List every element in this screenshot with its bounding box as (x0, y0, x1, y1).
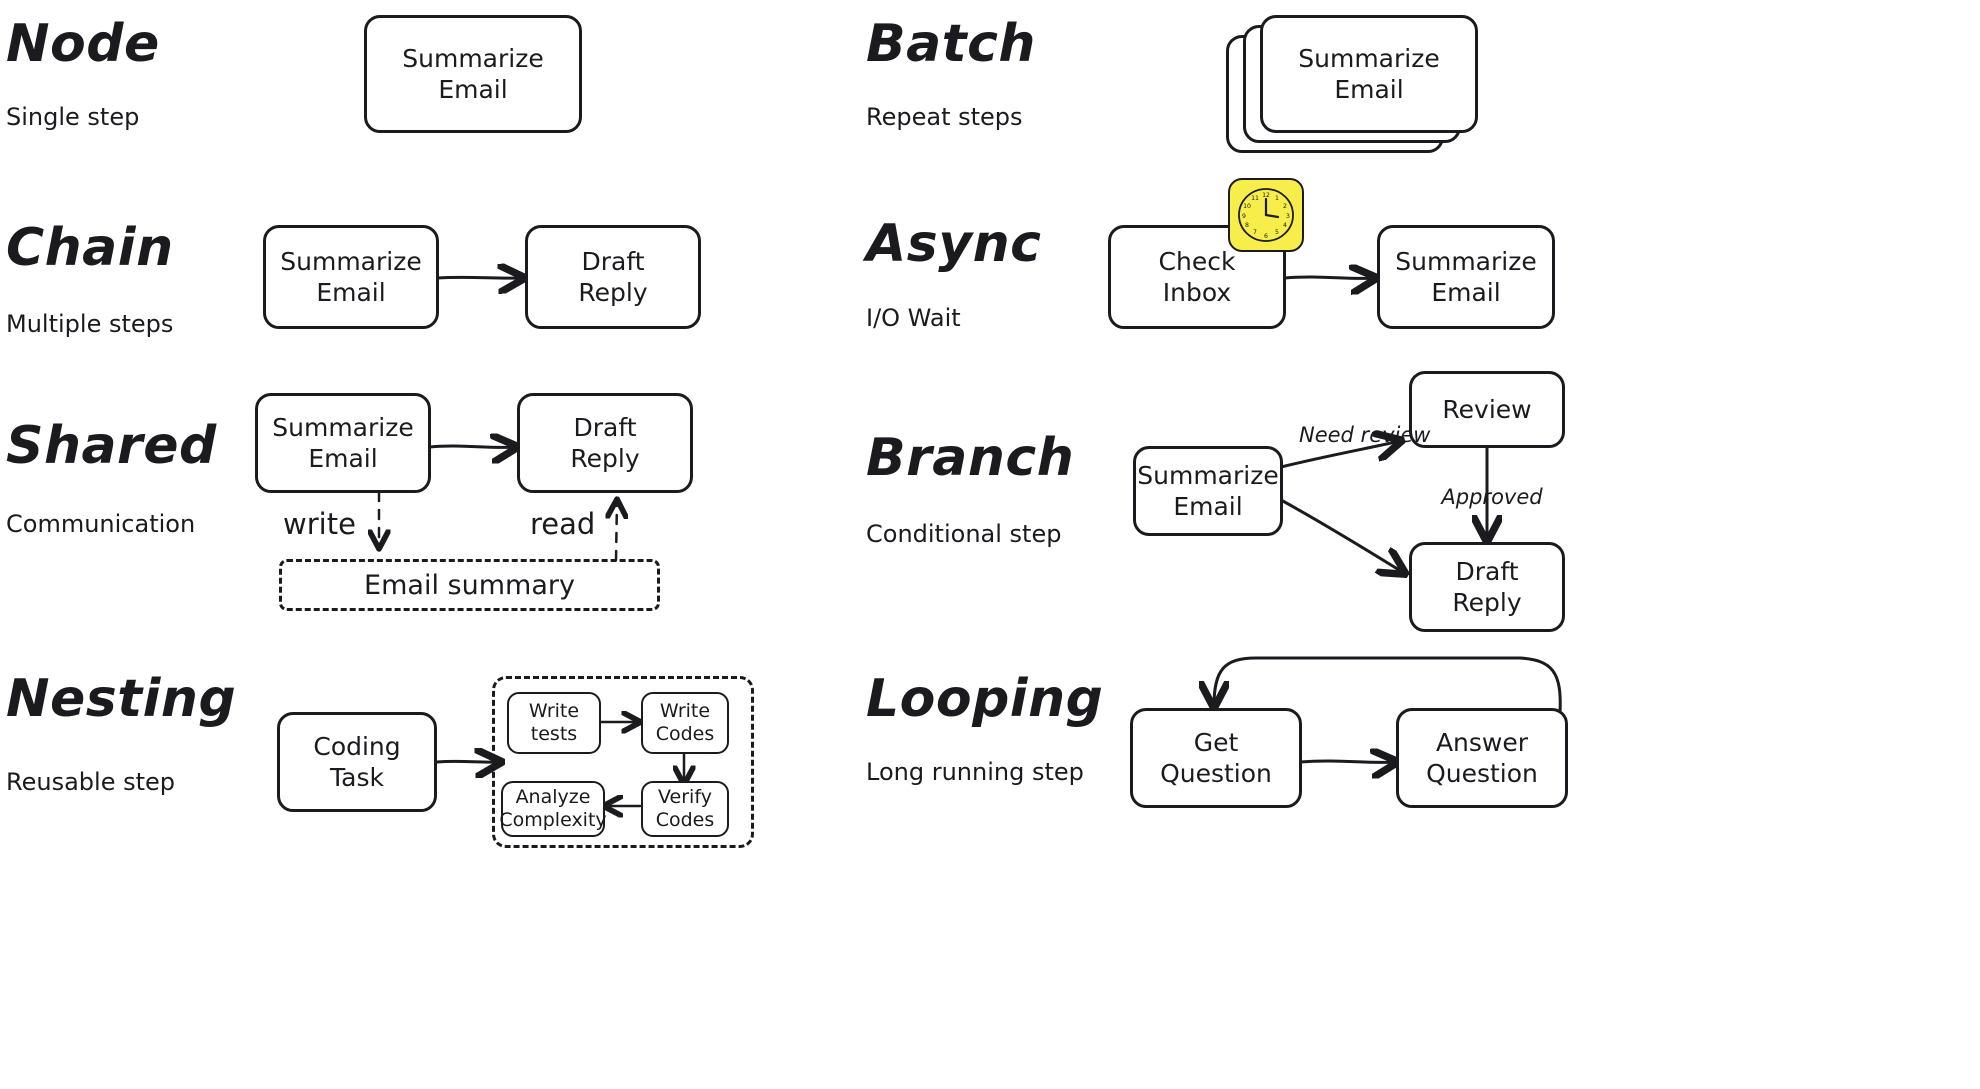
svg-text:6: 6 (1264, 233, 1268, 240)
svg-text:5: 5 (1275, 229, 1279, 236)
async-node-summarize-email[interactable]: Summarize Email (1377, 225, 1555, 329)
nesting-node-verify-codes[interactable]: Verify Codes (641, 781, 729, 837)
nesting-subgraph-container (492, 676, 754, 848)
svg-text:1: 1 (1275, 195, 1279, 202)
branch-edge-label-need-review: Need review (1299, 423, 1431, 447)
pattern-subtitle-shared: Communication (6, 510, 196, 538)
branch-edge-label-approved: Approved (1441, 485, 1543, 509)
pattern-subtitle-nesting: Reusable step (6, 768, 175, 796)
nesting-entry-arrow (435, 761, 500, 762)
async-node-check-inbox[interactable]: Check Inbox (1108, 225, 1286, 329)
pattern-title-branch: Branch (866, 428, 1075, 488)
looping-node-answer-question[interactable]: Answer Question (1396, 708, 1568, 808)
nesting-node-write-codes[interactable]: Write Codes (641, 692, 729, 754)
node-summarize-email[interactable]: Summarize Email (364, 15, 582, 133)
chain-arrow (435, 277, 523, 278)
looping-forward-arrow (1298, 761, 1396, 762)
svg-text:9: 9 (1242, 213, 1246, 220)
pattern-title-async: Async (866, 214, 1042, 274)
pattern-title-batch: Batch (866, 14, 1036, 74)
shared-write-label: write (283, 507, 356, 541)
nesting-node-write-tests[interactable]: Write tests (507, 692, 601, 754)
shared-store-email-summary[interactable]: Email summary (279, 559, 660, 611)
pattern-title-looping: Looping (866, 669, 1104, 729)
looping-back-arrow (1214, 656, 1562, 714)
batch-node-summarize-email[interactable]: Summarize Email (1260, 15, 1478, 133)
svg-text:4: 4 (1283, 222, 1287, 229)
svg-text:2: 2 (1283, 203, 1287, 210)
svg-text:10: 10 (1243, 203, 1251, 210)
pattern-subtitle-node: Single step (6, 103, 140, 131)
pattern-title-node: Node (6, 14, 160, 74)
svg-text:11: 11 (1251, 195, 1259, 202)
shared-read-arrow (616, 500, 617, 562)
pattern-subtitle-async: I/O Wait (866, 304, 961, 332)
clock-icon: 12 1 2 3 4 5 6 7 8 9 10 11 (1228, 178, 1304, 252)
chain-node-draft-reply[interactable]: Draft Reply (525, 225, 701, 329)
pattern-subtitle-branch: Conditional step (866, 520, 1062, 548)
svg-text:7: 7 (1253, 229, 1257, 236)
branch-node-review[interactable]: Review (1409, 371, 1565, 448)
svg-text:8: 8 (1245, 222, 1249, 229)
pattern-title-chain: Chain (6, 218, 174, 278)
nesting-node-analyze-complexity[interactable]: Analyze Complexity (499, 781, 607, 837)
branch-node-summarize-email[interactable]: Summarize Email (1133, 446, 1283, 536)
chain-node-summarize-email[interactable]: Summarize Email (263, 225, 439, 329)
shared-main-arrow (428, 446, 516, 447)
shared-node-summarize-email[interactable]: Summarize Email (255, 393, 431, 493)
nesting-node-coding-task[interactable]: Coding Task (277, 712, 437, 812)
svg-text:3: 3 (1286, 213, 1290, 220)
async-arrow (1283, 277, 1375, 278)
pattern-subtitle-looping: Long running step (866, 758, 1084, 786)
looping-node-get-question[interactable]: Get Question (1130, 708, 1302, 808)
svg-text:12: 12 (1262, 192, 1270, 199)
pattern-subtitle-batch: Repeat steps (866, 103, 1023, 131)
pattern-subtitle-chain: Multiple steps (6, 310, 174, 338)
shared-node-draft-reply[interactable]: Draft Reply (517, 393, 693, 493)
branch-node-draft-reply[interactable]: Draft Reply (1409, 542, 1565, 632)
pattern-title-shared: Shared (6, 416, 217, 476)
pattern-title-nesting: Nesting (6, 669, 237, 729)
branch-direct-arrow (1279, 498, 1404, 573)
shared-read-label: read (530, 507, 596, 541)
